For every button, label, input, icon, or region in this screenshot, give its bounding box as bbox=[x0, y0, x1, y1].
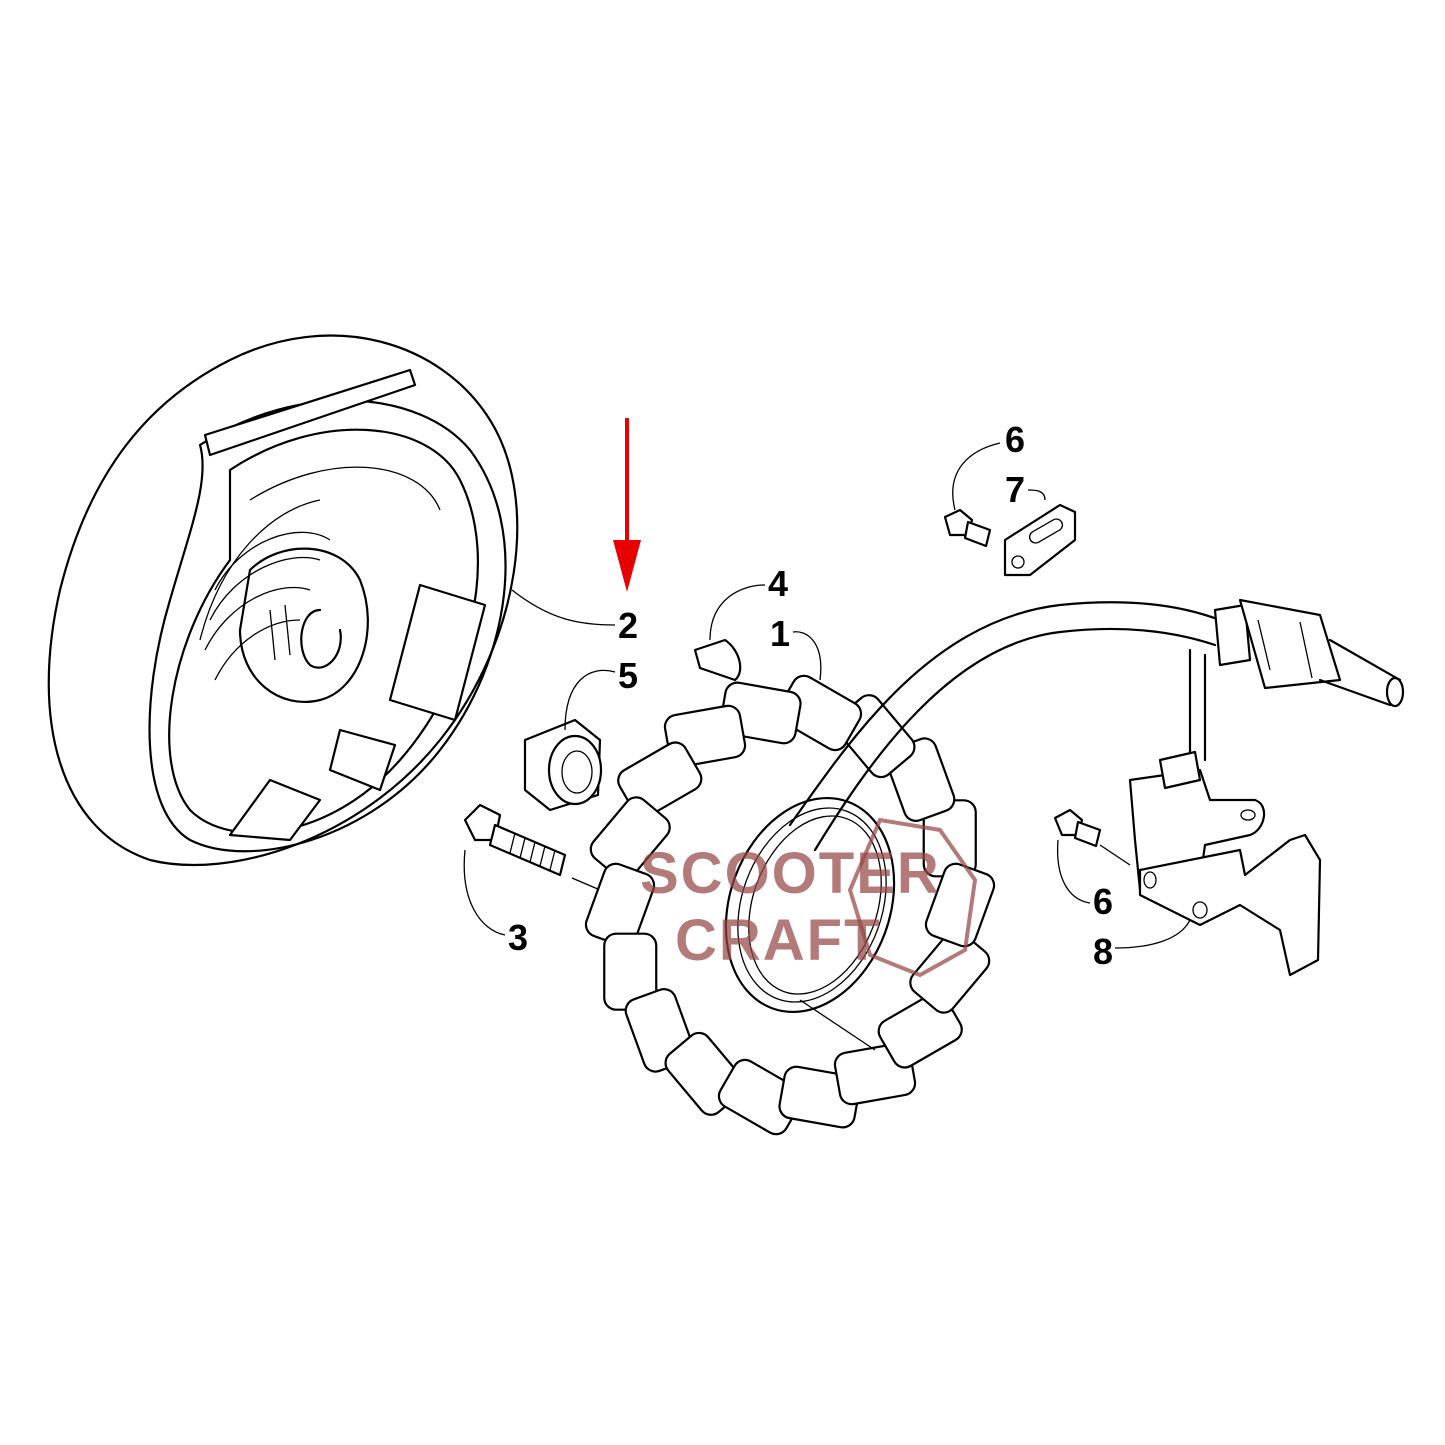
woodruff-key bbox=[693, 638, 742, 682]
highlight-arrow bbox=[613, 418, 641, 592]
stator-wire-harness bbox=[788, 598, 1405, 852]
flywheel-bolt bbox=[463, 803, 601, 891]
watermark-logo: SCOOTER CRAFT bbox=[640, 817, 978, 978]
callout-6-upper: 6 bbox=[1005, 419, 1025, 460]
flywheel bbox=[47, 334, 519, 867]
watermark-line2: CRAFT bbox=[675, 908, 882, 973]
callout-3: 3 bbox=[508, 917, 528, 958]
leader-lines bbox=[463, 442, 1191, 949]
callout-5: 5 bbox=[618, 655, 638, 696]
callout-8: 8 bbox=[1093, 931, 1113, 972]
callout-6-lower: 6 bbox=[1093, 881, 1113, 922]
stator-pole bbox=[924, 862, 996, 948]
nut bbox=[523, 718, 603, 812]
pickup-and-bracket bbox=[1128, 750, 1322, 977]
callout-4: 4 bbox=[768, 563, 788, 604]
cable-clamp bbox=[1003, 503, 1077, 577]
screw-upper bbox=[943, 508, 992, 548]
screw-lower bbox=[1053, 808, 1131, 866]
stator bbox=[584, 674, 996, 1136]
callout-7: 7 bbox=[1005, 469, 1025, 510]
callout-1: 1 bbox=[770, 613, 790, 654]
watermark-line1: SCOOTER bbox=[640, 841, 941, 906]
callout-2: 2 bbox=[618, 605, 638, 646]
